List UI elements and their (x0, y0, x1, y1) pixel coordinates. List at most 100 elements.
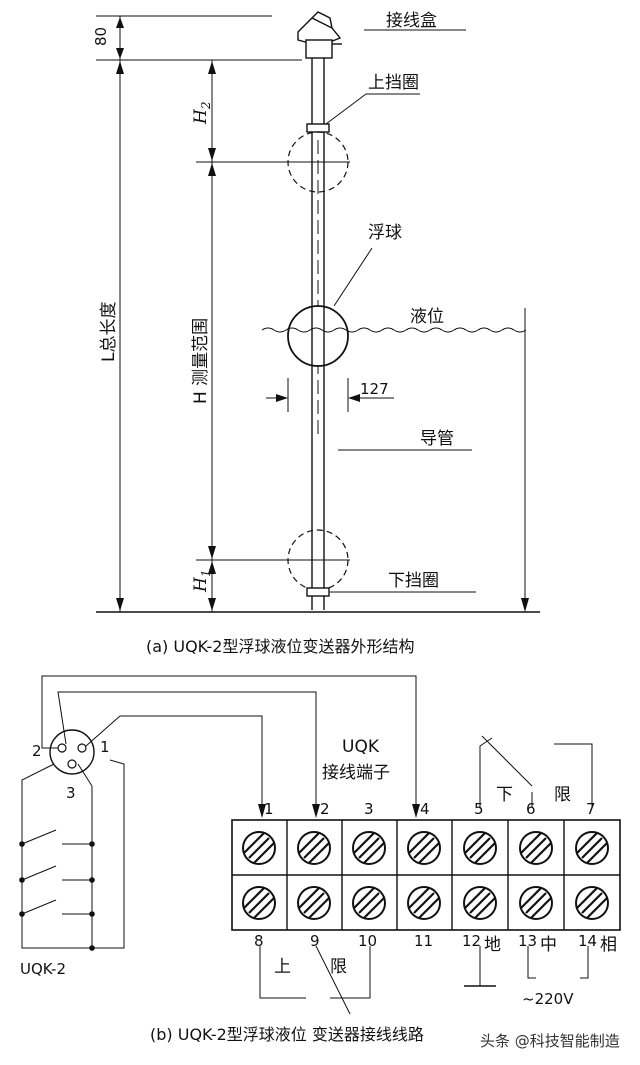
uqk-title: UQK (342, 737, 380, 757)
terminal-8-number: 8 (254, 932, 264, 950)
screw-slot (353, 887, 375, 909)
terminal-7-number: 7 (586, 800, 596, 818)
screw-slot (464, 832, 486, 854)
caption-a: (a) UQK-2型浮球液位变送器外形结构 (146, 637, 414, 656)
screw-slot (253, 897, 275, 919)
conn-pin-1: 1 (100, 738, 110, 756)
screw-slot (413, 892, 435, 914)
terminal-10-number: 10 (358, 932, 377, 950)
screw-slot (303, 837, 325, 859)
screw-slot (581, 892, 603, 914)
h1-label: H1 (191, 570, 213, 593)
reed-switches (19, 829, 95, 951)
screw-slot (243, 887, 265, 909)
lower-stop-label: 下挡圈 (388, 571, 439, 591)
screw-slot (520, 832, 542, 854)
screw-slot (464, 887, 486, 909)
screw-slot (253, 842, 275, 864)
screw-slot (586, 897, 608, 919)
ground-label: 地 (484, 935, 501, 955)
upper-limit-label-1: 上 (274, 957, 291, 977)
screw-slot (469, 837, 491, 859)
h2-label: H2 (191, 102, 213, 125)
conn-pin-2: 2 (32, 742, 42, 760)
liquid-surface (261, 327, 527, 333)
conn-pin-3: 3 (66, 784, 76, 802)
neutral-label: 中 (540, 935, 557, 955)
lower-stop-ring (306, 587, 330, 597)
screw-slot (358, 837, 380, 859)
part-a-structure (96, 11, 540, 613)
lower-limit-label-2: 限 (554, 785, 571, 805)
liquid-level-label: 液位 (410, 307, 444, 327)
upper-stop-label: 上挡圈 (368, 73, 419, 93)
screw-slot (363, 897, 385, 919)
device-label: UQK-2 (20, 960, 66, 978)
terminal-14-number: 14 (578, 932, 597, 950)
float-ball-label: 浮球 (368, 223, 402, 243)
float-ball (287, 305, 349, 367)
dim-127-label: 127 (360, 380, 389, 398)
screw-slot (520, 887, 542, 909)
dim-80-label: 80 (92, 27, 110, 46)
screw-slot (576, 832, 598, 854)
screw-slot (581, 837, 603, 859)
part-b-wiring (19, 675, 621, 1015)
lower-limit-label-1: 下 (496, 785, 513, 805)
screw-slot (363, 842, 385, 864)
screw-slot (408, 887, 430, 909)
screw-slot (248, 837, 270, 859)
phase-label: 相 (600, 935, 617, 955)
screw-slot (303, 892, 325, 914)
junction-box-label: 接线盒 (386, 11, 437, 31)
screw-slot (418, 897, 440, 919)
terminal-13-number: 13 (518, 932, 537, 950)
screw-slot (298, 832, 320, 854)
screw-slot (525, 837, 547, 859)
terminal-screws (242, 831, 609, 920)
screw-slot (408, 832, 430, 854)
guide-tube-label: 导管 (420, 429, 454, 449)
terminal-6-number: 6 (526, 800, 536, 818)
screw-slot (586, 842, 608, 864)
watermark: 头条 @科技智能制造 (480, 1032, 620, 1050)
screw-slot (298, 887, 320, 909)
connector-plug (49, 729, 95, 775)
upper-stop-ring (306, 123, 330, 133)
terminal-12-number: 12 (462, 932, 481, 950)
total-length-label: L总长度 (99, 302, 119, 362)
screw-slot (308, 897, 330, 919)
screw-slot (308, 842, 330, 864)
screw-slot (530, 842, 552, 864)
terminal-2-number: 2 (320, 800, 330, 818)
terminal-4-number: 4 (420, 800, 430, 818)
upper-limit-label-2: 限 (330, 957, 347, 977)
terminal-9-number: 9 (310, 932, 320, 950)
bottom-terminal-numbers: 8 9 10 11 12 13 14 (254, 932, 597, 950)
screw-slot (413, 837, 435, 859)
screw-slot (469, 892, 491, 914)
top-terminal-numbers: 1 2 3 4 5 6 7 (264, 800, 596, 818)
uqk-terminal-label: 接线端子 (322, 763, 390, 783)
screw-slot (353, 832, 375, 854)
screw-slot (530, 897, 552, 919)
svg-text:H2: H2 (191, 102, 213, 125)
voltage-label: ~220V (522, 990, 574, 1008)
junction-box-drawing (297, 11, 342, 59)
screw-slot (418, 842, 440, 864)
screw-slot (474, 842, 496, 864)
svg-text:H1: H1 (191, 570, 213, 593)
terminal-5-number: 5 (474, 800, 484, 818)
screw-slot (576, 887, 598, 909)
terminal-11-number: 11 (414, 932, 433, 950)
screw-slot (248, 892, 270, 914)
screw-slot (358, 892, 380, 914)
screw-slot (474, 897, 496, 919)
terminal-3-number: 3 (364, 800, 374, 818)
screw-slot (243, 832, 265, 854)
caption-b: (b) UQK-2型浮球液位 变送器接线线路 (150, 1025, 424, 1044)
terminal-1-number: 1 (264, 800, 274, 818)
screw-slot (525, 892, 547, 914)
measure-range-label: H 测量范围 (191, 318, 211, 404)
